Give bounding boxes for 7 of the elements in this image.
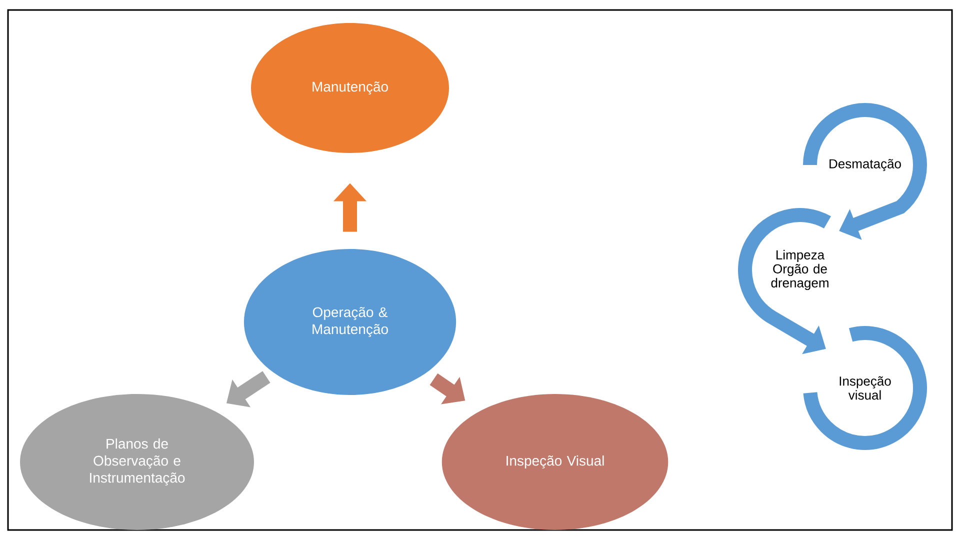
step-label: Limpeza Orgão de drenagem: [771, 250, 828, 290]
ellipse-node: Inspeção Visual: [442, 394, 668, 530]
ellipse-node: Manutenção: [251, 23, 449, 153]
ellipse-node: Planos de Observação e Instrumentação: [20, 394, 254, 530]
step-label: Inspeção visual: [840, 376, 891, 400]
ellipse-node: Operação & Manutenção: [244, 249, 456, 395]
step-label: Desmatação: [830, 158, 901, 172]
